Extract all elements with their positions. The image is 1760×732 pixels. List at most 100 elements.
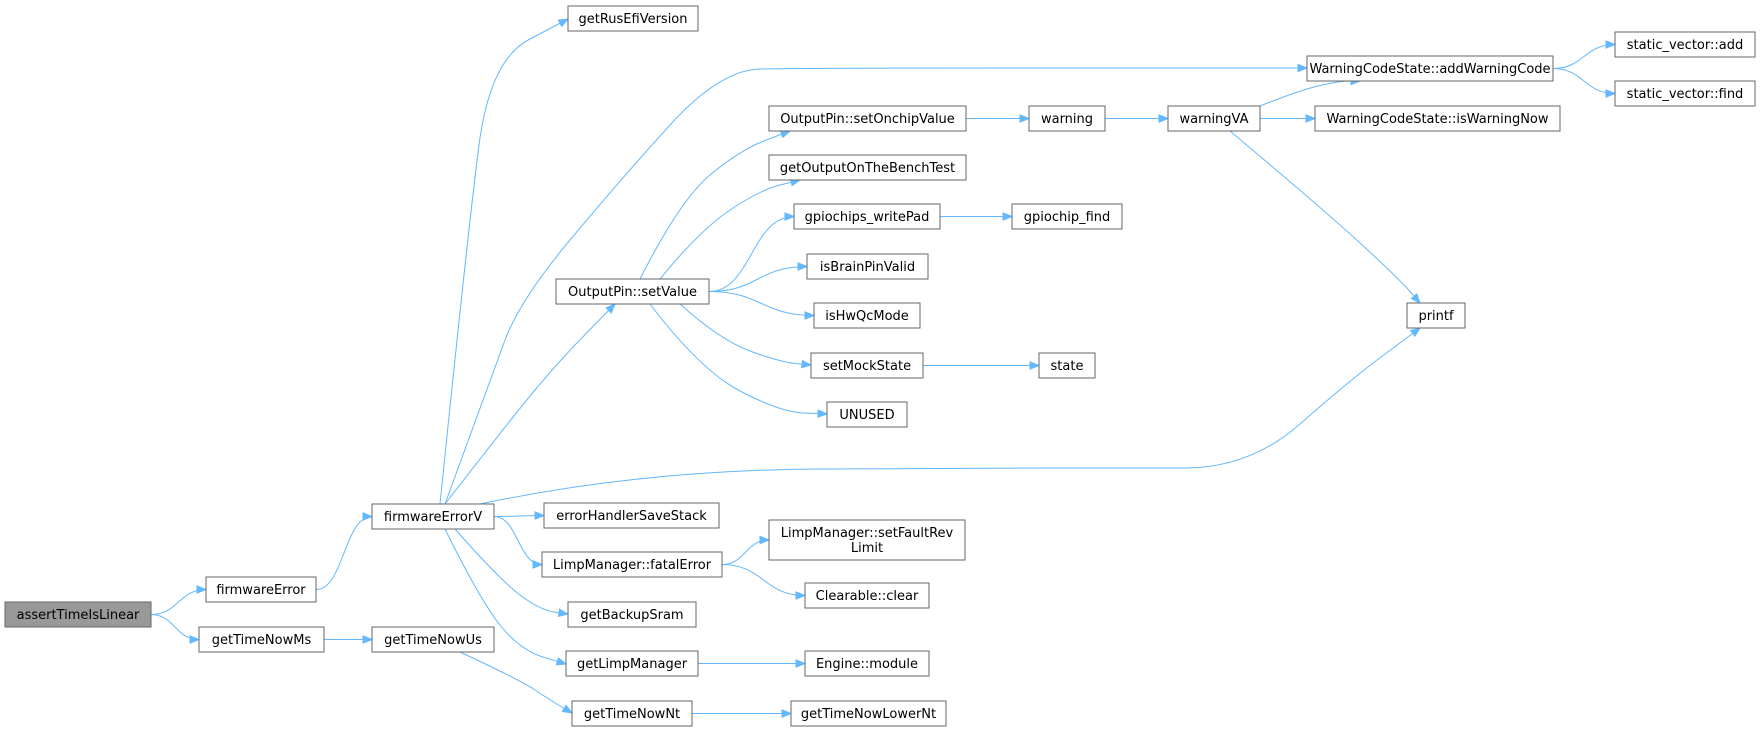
node-label: Limit — [851, 541, 883, 556]
arrowhead-icon — [1158, 114, 1170, 123]
node-firmwareerrorv[interactable]: firmwareErrorV — [371, 503, 495, 530]
node-box — [371, 503, 495, 530]
node-clearable-clear[interactable]: Clearable::clear — [804, 582, 930, 609]
edge-warning-to-warningva — [1105, 114, 1170, 123]
node-label: firmwareError — [216, 583, 306, 598]
node-errorhandlersavestack[interactable]: errorHandlerSaveStack — [543, 502, 720, 529]
node-label: WarningCodeState::addWarningCode — [1309, 62, 1550, 77]
node-state[interactable]: state — [1038, 352, 1096, 379]
node-warningva[interactable]: warningVA — [1167, 105, 1261, 132]
node-box — [1614, 31, 1756, 58]
node-label: gpiochips_writePad — [805, 210, 930, 225]
node-asserttimeislinear[interactable]: assertTimeIsLinear — [4, 601, 152, 628]
node-gettimenowus[interactable]: getTimeNowUs — [371, 626, 495, 653]
node-label: LimpManager::fatalError — [553, 558, 712, 573]
node-box — [1314, 105, 1561, 132]
node-box — [813, 302, 921, 329]
node-warningcodestate-iswarningnow[interactable]: WarningCodeState::isWarningNow — [1314, 105, 1561, 132]
arrowhead-icon — [534, 511, 546, 520]
node-outputpin-setonchipvalue[interactable]: OutputPin::setOnchipValue — [768, 105, 967, 132]
node-ishwqcmode[interactable]: isHwQcMode — [813, 302, 921, 329]
node-getbackupsram[interactable]: getBackupSram — [567, 601, 697, 628]
node-gettimenownt[interactable]: getTimeNowNt — [571, 700, 693, 727]
node-static-vector-find[interactable]: static_vector::find — [1614, 80, 1756, 107]
edge-warningva-to-printf — [1229, 130, 1421, 305]
node-firmwareerror[interactable]: firmwareError — [205, 576, 317, 603]
node-box — [810, 352, 924, 379]
node-unused[interactable]: UNUSED — [826, 401, 908, 428]
edge-gettimenowms-to-gettimenowus — [324, 635, 374, 644]
node-outputpin-setvalue[interactable]: OutputPin::setValue — [555, 278, 710, 305]
node-box — [1614, 80, 1756, 107]
edge-warningva-to-warningcodestate-addwarningcode — [1259, 76, 1362, 107]
node-static-vector-add[interactable]: static_vector::add — [1614, 31, 1756, 58]
arrowhead-icon — [557, 18, 570, 28]
node-box — [371, 626, 495, 653]
arrowhead-icon — [1410, 292, 1421, 305]
edge-gpiochips-writepad-to-gpiochip-find — [939, 212, 1014, 221]
node-label: getTimeNowNt — [584, 707, 680, 722]
node-label: Clearable::clear — [816, 589, 919, 604]
edge-warningva-to-warningcodestate-iswarningnow — [1260, 114, 1317, 123]
node-isbrainpinvalid[interactable]: isBrainPinValid — [806, 253, 929, 280]
node-setmockstate[interactable]: setMockState — [810, 352, 924, 379]
node-box — [567, 601, 697, 628]
node-box — [1028, 105, 1106, 132]
edge-asserttimeislinear-to-gettimenowms — [150, 614, 201, 644]
edge-firmwareerrorv-to-getbackupsram — [454, 528, 570, 617]
node-label: static_vector::add — [1627, 38, 1743, 53]
node-label: assertTimeIsLinear — [17, 608, 140, 623]
node-box — [804, 582, 930, 609]
arrowhead-icon — [557, 608, 570, 617]
edge-outputpin-setvalue-to-getoutputonthebenchtest — [659, 178, 802, 280]
node-label: printf — [1418, 309, 1454, 324]
node-getoutputonthebenchtest[interactable]: getOutputOnTheBenchTest — [768, 154, 967, 181]
edge-limpmanager-fatalerror-to-clearable-clear — [721, 564, 807, 600]
arrowhead-icon — [779, 130, 792, 139]
node-label: getOutputOnTheBenchTest — [780, 161, 955, 176]
edge-gettimenownt-to-gettimenowlowernt — [691, 709, 793, 718]
arrowhead-icon — [1305, 114, 1317, 123]
node-label: getBackupSram — [580, 608, 683, 623]
node-gpiochips-writepad[interactable]: gpiochips_writePad — [793, 203, 941, 230]
node-label: getTimeNowLowerNt — [801, 707, 936, 722]
node-gettimenowlowernt[interactable]: getTimeNowLowerNt — [790, 700, 947, 727]
node-box — [1167, 105, 1261, 132]
arrowhead-icon — [1002, 212, 1014, 221]
edge-warningcodestate-addwarningcode-to-static-vector-find — [1552, 68, 1617, 98]
node-box — [198, 626, 325, 653]
node-warningcodestate-addwarningcode[interactable]: WarningCodeState::addWarningCode — [1306, 55, 1554, 82]
node-label: UNUSED — [839, 408, 894, 423]
edge-firmwareerror-to-firmwareerrorv — [315, 512, 374, 590]
edge-setmockstate-to-state — [922, 361, 1041, 370]
node-gettimenowms[interactable]: getTimeNowMs — [198, 626, 325, 653]
node-box — [555, 278, 710, 305]
edge-outputpin-setvalue-to-setmockstate — [679, 303, 813, 369]
node-gpiochip-find[interactable]: gpiochip_find — [1011, 203, 1123, 230]
node-limpmanager-fatalerror[interactable]: LimpManager::fatalError — [541, 551, 723, 578]
node-label: setMockState — [823, 359, 911, 374]
arrowhead-icon — [1297, 63, 1309, 73]
node-printf[interactable]: printf — [1406, 302, 1466, 329]
node-getlimpmanager[interactable]: getLimpManager — [565, 650, 699, 677]
node-label: firmwareErrorV — [384, 510, 482, 525]
node-warning[interactable]: warning — [1028, 105, 1106, 132]
node-getrusefiversion[interactable]: getRusEfiVersion — [567, 5, 699, 32]
node-box — [1406, 302, 1466, 329]
arrowhead-icon — [362, 512, 374, 521]
edge-outputpin-setvalue-to-isbrainpinvalid — [708, 262, 809, 292]
node-box — [541, 551, 723, 578]
arrowhead-icon — [759, 535, 771, 545]
node-box — [806, 253, 929, 280]
edge-outputpin-setonchipvalue-to-warning — [966, 114, 1031, 123]
node-label: getTimeNowUs — [384, 633, 482, 648]
arrowhead-icon — [781, 709, 793, 718]
edge-outputpin-setvalue-to-unused — [649, 303, 829, 418]
arrowhead-icon — [189, 635, 201, 644]
arrowhead-icon — [561, 704, 574, 714]
node-engine-module[interactable]: Engine::module — [804, 650, 930, 677]
node-label: errorHandlerSaveStack — [556, 509, 707, 524]
edge-getlimpmanager-to-engine-module — [697, 659, 807, 668]
edge-firmwareerrorv-to-getrusefiversion — [439, 18, 570, 505]
